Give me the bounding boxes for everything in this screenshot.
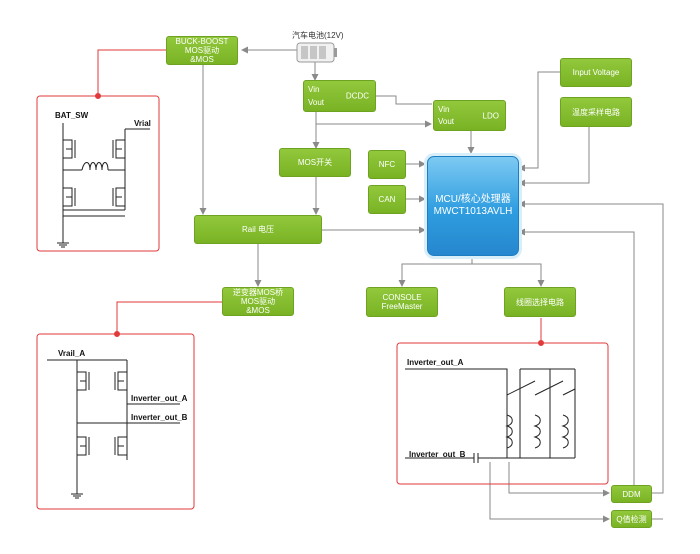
buck-boost-line-1: BUCK-BOOST	[175, 37, 229, 46]
buck-label-bat-sw: BAT_SW	[55, 111, 89, 120]
coil-schematic	[405, 368, 576, 463]
dcdc-name: DCDC	[345, 91, 369, 101]
inverter-schematic	[47, 359, 180, 499]
input-voltage-label: Input Voltage	[572, 68, 620, 77]
input-voltage-block: Input Voltage	[560, 58, 632, 87]
mos-switch-block: MOS开关	[279, 148, 351, 177]
mos-switch-label: MOS开关	[297, 158, 333, 167]
temp-sampling-block: 温度采样电路	[560, 97, 632, 127]
console-line-2: FreeMaster	[381, 302, 423, 311]
coil-select-label: 线圈选择电路	[516, 297, 564, 307]
buck-label-vrial: Vrial	[134, 119, 151, 128]
coil-select-block: 线圈选择电路	[504, 287, 576, 317]
nfc-label: NFC	[378, 160, 396, 169]
buck-boost-line-2: MOS驱动	[184, 46, 220, 55]
mcu-line-2: MWCT1013AVLH	[433, 206, 513, 217]
dcdc-block: Vin Vout DCDC	[303, 80, 376, 112]
dcdc-vout: Vout	[308, 98, 325, 107]
dcdc-vin: Vin	[308, 85, 320, 94]
red-frames	[36, 49, 609, 510]
inverter-mos-line-1: 逆变器MOS桥	[232, 288, 284, 297]
buck-boost-line-3: &MOS	[190, 55, 214, 64]
ddm-label: DDM	[622, 489, 641, 499]
ddm-block: DDM	[611, 485, 652, 503]
buck-boost-schematic	[57, 123, 150, 248]
can-block: CAN	[368, 185, 406, 214]
q-detect-block: Q值检测	[611, 510, 652, 528]
inverter-mos-block: 逆变器MOS桥 MOS驱动 &MOS	[222, 287, 294, 316]
inverter-label-vrail: Vrail_A	[58, 349, 86, 358]
rail-voltage-block: Rail 电压	[194, 215, 322, 244]
can-label: CAN	[378, 195, 396, 204]
buck-boost-block: BUCK-BOOST MOS驱动 &MOS	[166, 36, 238, 65]
battery-label: 汽车电池(12V)	[292, 31, 344, 40]
inverter-label-out-b: Inverter_out_B	[131, 413, 188, 422]
console-block: CONSOLE FreeMaster	[366, 287, 438, 317]
inverter-mos-line-2: MOS驱动	[240, 297, 276, 306]
temp-sampling-label: 温度采样电路	[572, 107, 620, 117]
ldo-name: LDO	[482, 111, 499, 120]
coil-label-out-b: Inverter_out_B	[409, 450, 466, 459]
inverter-label-out-a: Inverter_out_A	[131, 394, 188, 403]
rail-voltage-label: Rail 电压	[241, 225, 274, 234]
ldo-vin: Vin	[438, 105, 450, 114]
mcu-block: MCU/核心处理器 MWCT1013AVLH	[427, 156, 519, 256]
coil-label-out-a: Inverter_out_A	[407, 358, 464, 367]
q-detect-label: Q值检测	[616, 514, 647, 524]
ldo-block: Vin Vout LDO	[433, 100, 506, 131]
inverter-mos-line-3: &MOS	[246, 306, 270, 315]
nfc-block: NFC	[368, 150, 406, 179]
console-line-1: CONSOLE	[382, 293, 422, 302]
ldo-vout: Vout	[438, 117, 455, 126]
battery-icon	[296, 42, 337, 63]
mcu-line-1: MCU/核心处理器	[435, 194, 511, 205]
